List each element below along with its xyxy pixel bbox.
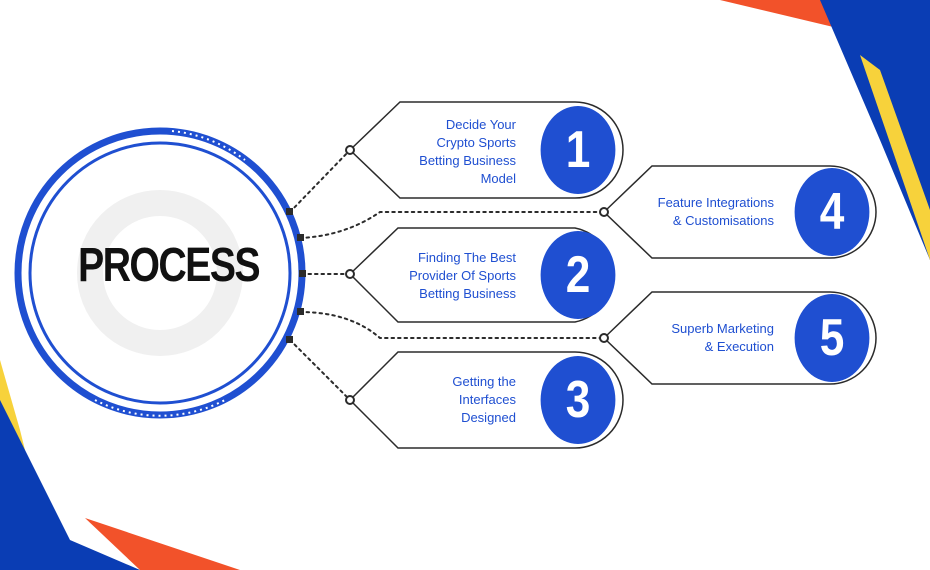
step-3-line: Designed xyxy=(461,410,516,425)
step-5-line: & Execution xyxy=(704,339,774,354)
step-1-text: Decide Your Crypto Sports Betting Busine… xyxy=(376,116,516,188)
top-right-decoration xyxy=(720,0,930,260)
connectors xyxy=(289,149,605,401)
step-2-line: Provider Of Sports xyxy=(409,268,516,283)
hub-joints xyxy=(286,208,306,343)
step-2-badge: 2 xyxy=(540,231,616,319)
step-3-badge: 3 xyxy=(540,356,616,444)
step-5-badge: 5 xyxy=(794,294,870,382)
step-1-line: Betting Business xyxy=(419,153,516,168)
step-3-line: Interfaces xyxy=(458,392,516,407)
step-3-line: Getting the xyxy=(452,374,516,389)
process-hub xyxy=(14,127,306,419)
hub-title: PROCESS xyxy=(78,239,261,292)
step-4-text: Feature Integrations & Customisations xyxy=(624,194,774,230)
step-1-line: Model xyxy=(480,171,516,186)
step-5-text: Superb Marketing & Execution xyxy=(624,320,774,356)
bottom-left-decoration xyxy=(0,360,240,570)
step-3-text: Getting the Interfaces Designed xyxy=(376,373,516,427)
step-1-line: Crypto Sports xyxy=(436,135,516,150)
step-1-line: Decide Your xyxy=(445,117,516,132)
step-2-text: Finding The Best Provider Of Sports Bett… xyxy=(376,249,516,303)
step-4-line: & Customisations xyxy=(672,213,774,228)
step-2-line: Betting Business xyxy=(419,286,516,301)
step-5-line: Superb Marketing xyxy=(671,321,774,336)
step-1-badge: 1 xyxy=(540,106,616,194)
step-2-line: Finding The Best xyxy=(417,250,516,265)
step-4-line: Feature Integrations xyxy=(657,195,774,210)
step-4-badge: 4 xyxy=(794,168,870,256)
